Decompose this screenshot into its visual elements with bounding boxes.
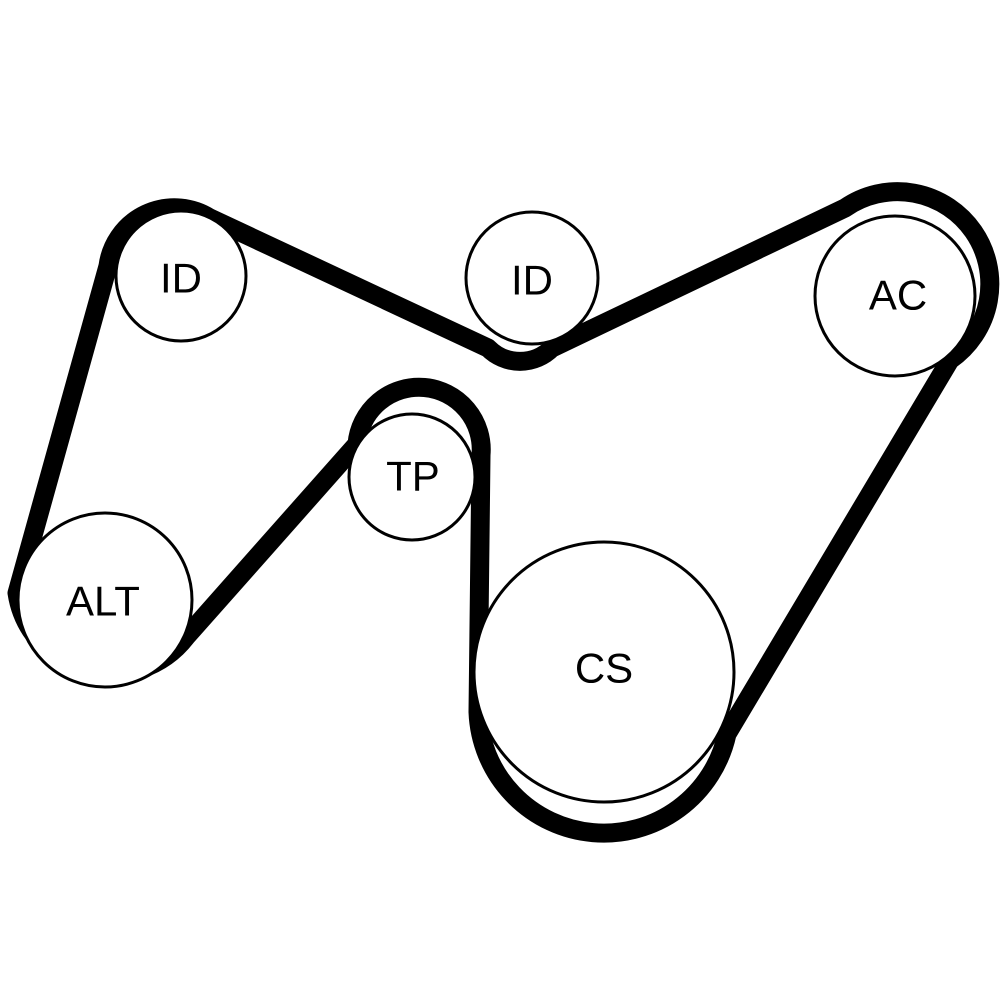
pulley-alt-label: ALT	[66, 578, 140, 625]
pulley-id-left-label: ID	[160, 255, 202, 302]
pulley-alt: ALT	[16, 511, 194, 689]
pulley-id-left-circle	[114, 209, 248, 343]
pulley-cs-label: CS	[575, 645, 633, 692]
pulley-id-left: ID	[114, 209, 248, 343]
pulley-ac: AC	[813, 214, 977, 378]
pulley-cs-circle	[472, 540, 736, 804]
serpentine-belt	[7, 182, 1000, 843]
pulley-id-center: ID	[464, 210, 600, 346]
pulley-tp: TP	[347, 412, 477, 542]
pulley-ac-label: AC	[869, 272, 927, 319]
pulley-cs: CS	[472, 540, 736, 804]
pulley-tp-label: TP	[386, 453, 440, 500]
pulley-alt-circle	[16, 511, 194, 689]
pulley-id-center-label: ID	[511, 257, 553, 304]
pulley-id-center-circle	[464, 210, 600, 346]
pulley-tp-circle	[347, 412, 477, 542]
pulley-ac-circle	[813, 214, 977, 378]
